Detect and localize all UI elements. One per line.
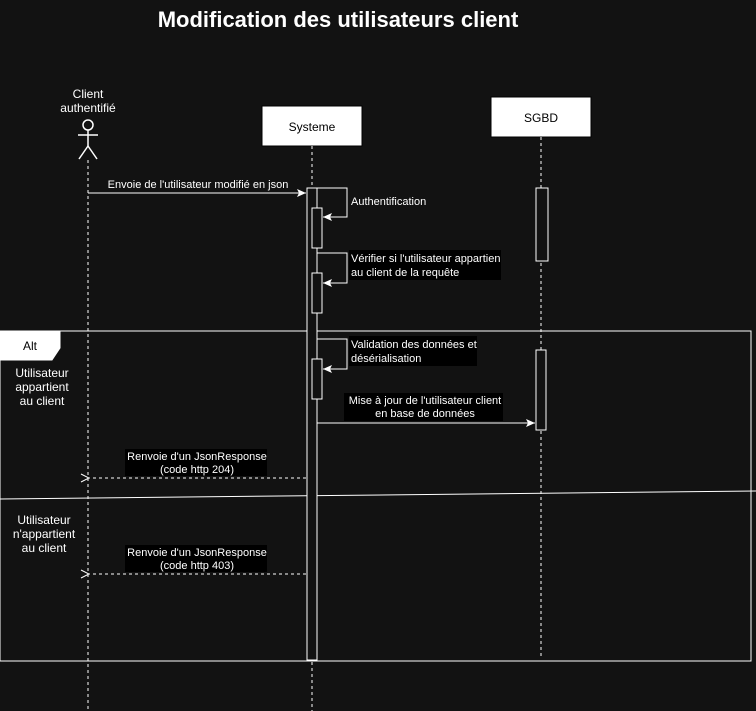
alt-guard-2-line1: Utilisateur bbox=[17, 513, 70, 527]
message-4-label-line1: Validation des données et bbox=[351, 339, 477, 351]
message-7-label-line1: Renvoie d'un JsonResponse bbox=[127, 547, 267, 559]
message-1-label: Envoie de l'utilisateur modifié en json bbox=[108, 179, 289, 191]
participant-systeme-label: Systeme bbox=[289, 120, 336, 134]
alt-guard-2-line2: n'appartient bbox=[13, 527, 76, 541]
alt-frame bbox=[0, 330, 752, 662]
activation-systeme-main bbox=[306, 187, 318, 661]
message-3-label-line2: au client de la requête bbox=[351, 267, 459, 279]
message-2-label: Authentification bbox=[351, 196, 426, 208]
message-7-label-bg bbox=[125, 545, 267, 572]
alt-guard-1-line2: appartient bbox=[15, 380, 69, 394]
message-4-label-bg bbox=[349, 336, 477, 366]
message-3-label-line1: Vérifier si l'utilisateur appartien bbox=[351, 253, 500, 265]
participant-systeme-box bbox=[261, 105, 363, 147]
message-4-label-line2: désérialisation bbox=[351, 353, 421, 365]
activation-sgbd-2 bbox=[535, 349, 547, 431]
message-3-label-bg bbox=[349, 250, 501, 280]
message-6-label-bg bbox=[125, 449, 267, 476]
alt-frame-tag bbox=[0, 330, 61, 361]
alt-guard-2-line3: au client bbox=[22, 541, 67, 555]
actor-client-label-line2: authentifié bbox=[60, 101, 116, 115]
message-5-label-bg bbox=[344, 393, 503, 421]
message-5-label-line2: en base de données bbox=[375, 408, 475, 420]
participant-sgbd-box bbox=[490, 96, 592, 138]
activation-sgbd-1 bbox=[535, 187, 549, 262]
alt-frame-label: Alt bbox=[23, 339, 38, 353]
message-6-label-line1: Renvoie d'un JsonResponse bbox=[127, 451, 267, 463]
alt-guard-1-line1: Utilisateur bbox=[15, 366, 68, 380]
message-4-arrow bbox=[317, 338, 348, 373]
message-7-label-line2: (code http 403) bbox=[160, 560, 234, 572]
message-5-label-line1: Mise à jour de l'utilisateur client bbox=[349, 395, 502, 407]
message-3-arrow bbox=[317, 252, 348, 287]
activation-systeme-verify bbox=[311, 272, 323, 314]
message-2-arrow bbox=[317, 187, 348, 221]
activation-systeme-validate bbox=[311, 358, 323, 400]
participant-sgbd-label: SGBD bbox=[524, 111, 558, 125]
alt-divider bbox=[0, 490, 756, 500]
activation-systeme-auth bbox=[311, 207, 323, 249]
message-6-label-line2: (code http 204) bbox=[160, 464, 234, 476]
actor-stick-figure-icon bbox=[78, 119, 98, 160]
alt-guard-1-line3: au client bbox=[20, 394, 65, 408]
actor-client-label-line1: Client bbox=[73, 87, 104, 101]
page-title: Modification des utilisateurs client bbox=[158, 7, 519, 32]
